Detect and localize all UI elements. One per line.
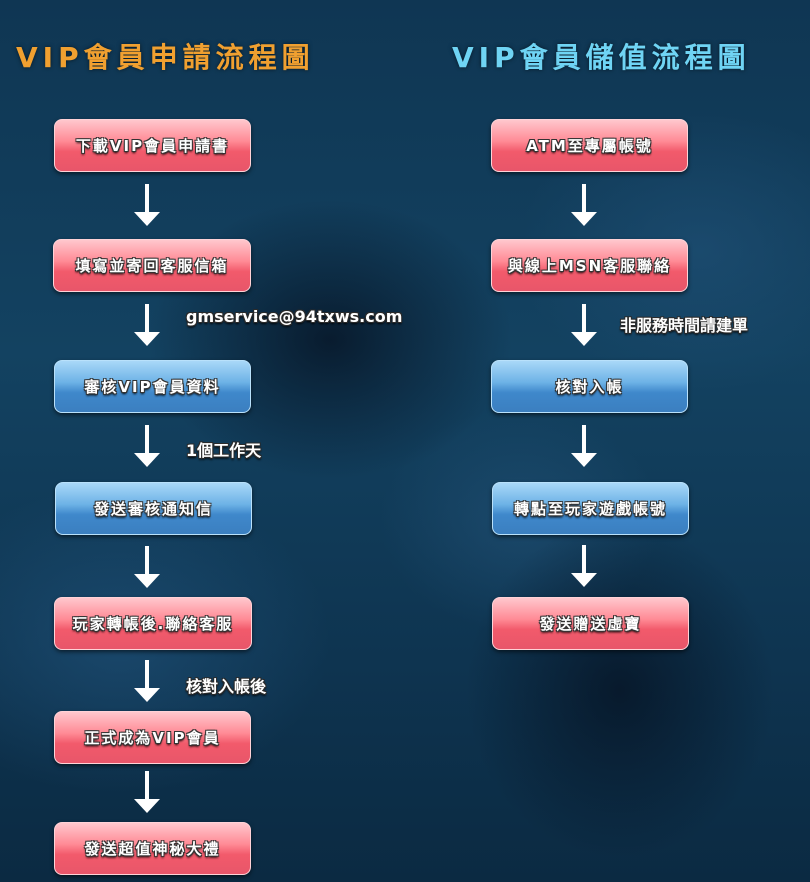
apply-note-email: gmservice@94txws.com [186,307,403,326]
apply-step-transfer-contact: 玩家轉帳後.聯絡客服 [54,597,252,650]
deposit-step-transfer-points: 轉點至玩家遊戲帳號 [492,482,689,535]
apply-note-after-check: 核對入帳後 [186,677,267,696]
apply-arrow-3 [134,425,160,469]
apply-arrow-5 [134,660,160,704]
deposit-step-send-bonus: 發送贈送虛寶 [492,597,689,650]
deposit-flow-title: VIP會員儲值流程圖 [452,41,751,74]
apply-arrow-1 [134,184,160,228]
deposit-step-atm-transfer: ATM至專屬帳號 [491,119,688,172]
apply-step-become-vip: 正式成為VIP會員 [54,711,251,764]
apply-arrow-2 [134,304,160,348]
apply-step-mystery-gift: 發送超值神秘大禮 [54,822,251,875]
apply-step-review: 審核VIP會員資料 [54,360,251,413]
apply-step-download-form: 下載VIP會員申請書 [54,119,251,172]
apply-step-send-notice: 發送審核通知信 [55,482,252,535]
deposit-arrow-3 [571,425,597,469]
apply-arrow-4 [134,546,160,590]
apply-note-review-time: 1個工作天 [186,441,262,460]
deposit-arrow-2 [571,304,597,348]
deposit-step-verify: 核對入帳 [491,360,688,413]
deposit-step-contact-msn: 與線上MSN客服聯絡 [491,239,688,292]
deposit-note-off-hours: 非服務時間請建單 [620,316,749,335]
apply-step-submit-form: 填寫並寄回客服信箱 [53,239,251,292]
apply-flow-title: VIP會員申請流程圖 [16,41,315,74]
apply-arrow-6 [134,771,160,815]
deposit-arrow-4 [571,545,597,589]
deposit-arrow-1 [571,184,597,228]
